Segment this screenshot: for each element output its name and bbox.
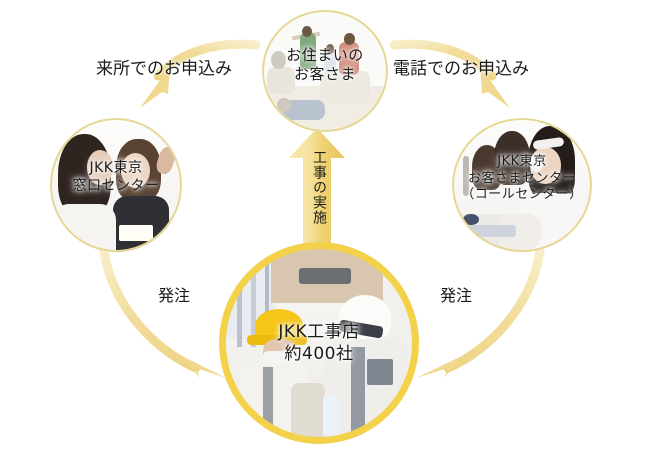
node-contractor[interactable]: JKK工事店 約400社	[219, 242, 419, 444]
node-counter-label: JKK東京 窓口センター	[72, 160, 160, 194]
node-callcenter[interactable]: JKK東京 お客さまセンター （コールセンター）	[452, 118, 592, 252]
arrow-phone	[389, 39, 510, 108]
arrow-visit	[140, 39, 261, 108]
node-counter[interactable]: JKK東京 窓口センター	[50, 118, 182, 252]
contractor-photo	[219, 242, 419, 444]
arrow-order-right	[416, 245, 545, 378]
edge-label-visit: 来所でのお申込み	[96, 59, 232, 79]
arrow-work	[289, 128, 345, 250]
edge-label-phone: 電話でのお申込み	[393, 59, 529, 79]
edge-label-order-left: 発注	[158, 286, 191, 305]
node-callcenter-label: JKK東京 お客さまセンター （コールセンター）	[461, 154, 583, 203]
callcenter-photo	[452, 118, 592, 252]
edge-label-order-right: 発注	[440, 286, 473, 305]
edge-label-work: 工事の実施	[311, 150, 327, 225]
node-contractor-label: JKK工事店 約400社	[278, 322, 360, 364]
customer-photo	[262, 10, 388, 132]
node-customer[interactable]: お住まいの お客さま	[262, 10, 388, 132]
node-customer-label: お住まいの お客さま	[286, 46, 364, 84]
counter-photo	[50, 118, 182, 252]
arrow-order-left	[99, 245, 226, 378]
